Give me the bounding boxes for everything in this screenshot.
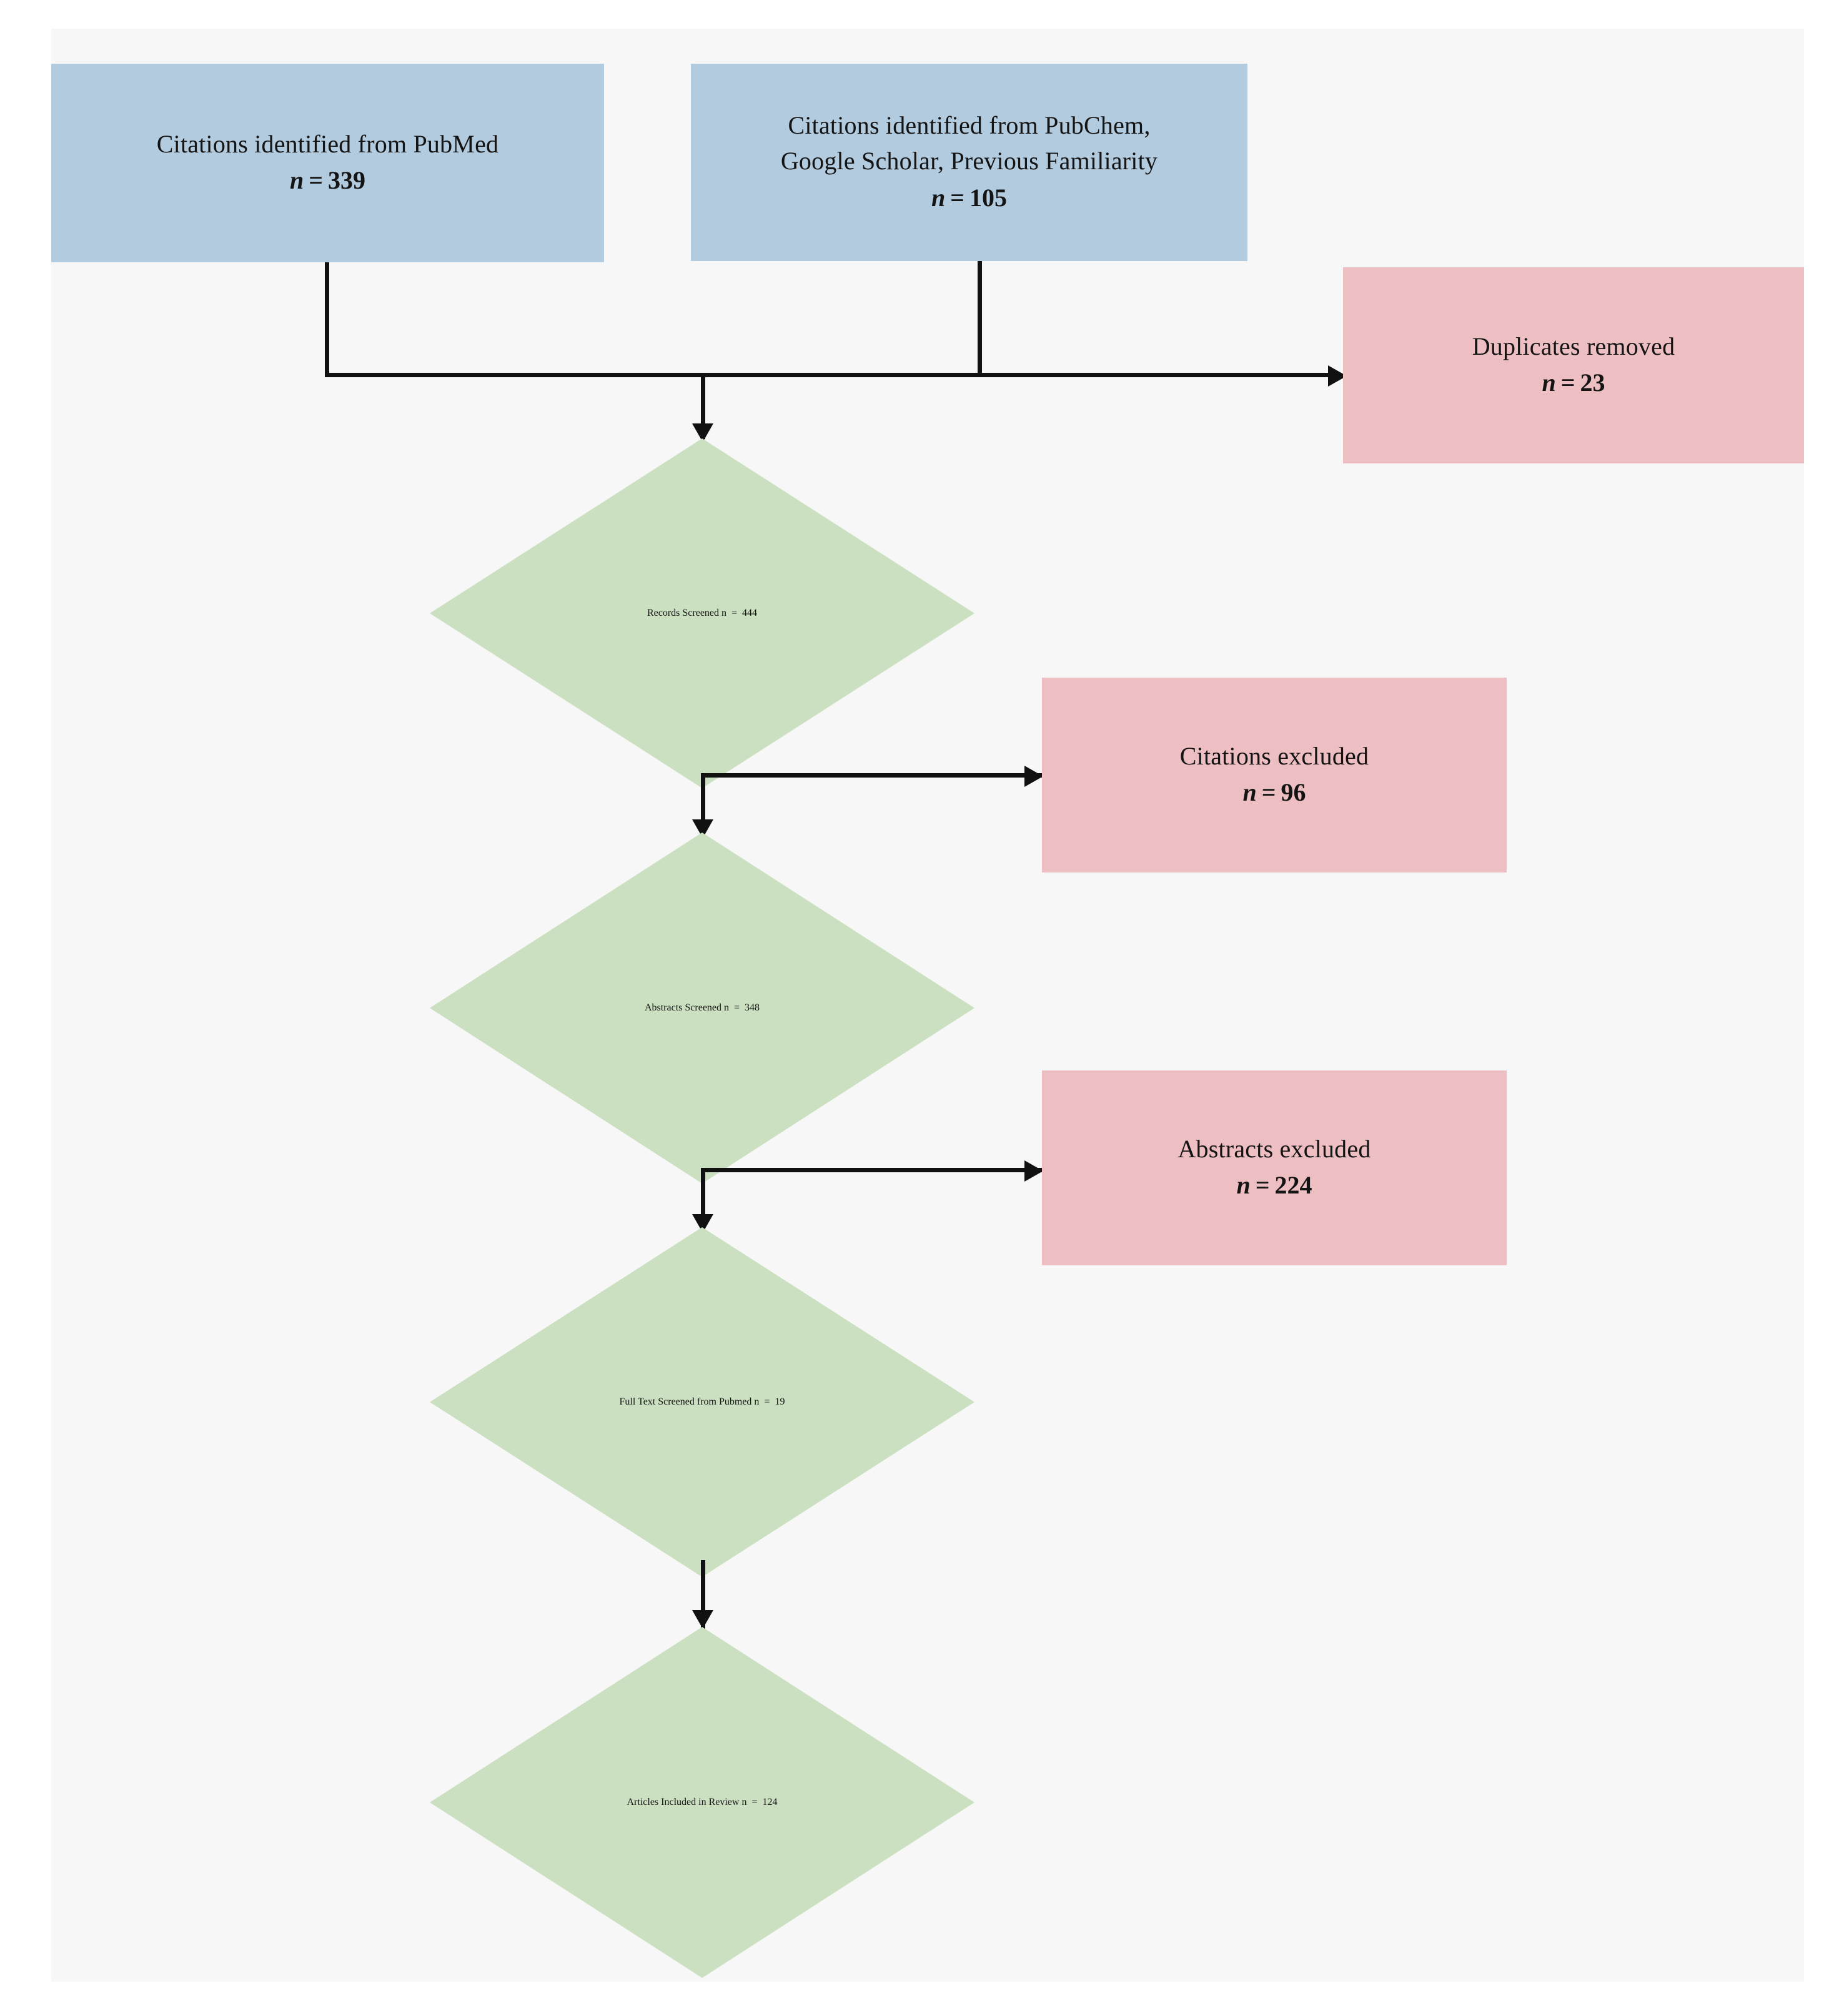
node-label-line2: Google Scholar, Previous Familiarity <box>780 147 1158 175</box>
n-equals: = <box>1560 368 1575 397</box>
n-symbol: n <box>931 183 946 212</box>
node-label-line2: Review <box>708 1797 740 1807</box>
n-equals: = <box>751 1797 758 1807</box>
n-equals: = <box>764 1396 770 1407</box>
arrowhead-to-articles-included <box>692 1610 713 1629</box>
n-value: 96 <box>1281 778 1306 807</box>
node-abstracts-screened: Abstracts Screened n = 348 <box>430 833 974 1183</box>
node-count: n=224 <box>1236 1167 1312 1204</box>
connector-to-abstracts-excluded <box>701 1168 1048 1172</box>
node-abstracts-excluded: Abstracts excluded n=224 <box>1042 1070 1507 1265</box>
n-value: 339 <box>328 166 366 195</box>
node-records-screened: Records Screened n = 444 <box>430 438 974 788</box>
n-value: 348 <box>745 1002 760 1013</box>
node-label-line2: Pubmed <box>718 1396 752 1407</box>
n-equals: = <box>1261 778 1276 807</box>
n-value: 105 <box>969 183 1008 212</box>
n-value: 19 <box>775 1396 785 1407</box>
n-symbol: n <box>1242 778 1257 807</box>
diamond-label-group: Records Screened n = 444 <box>430 608 974 619</box>
diamond-label-group: Full Text Screened from Pubmed n = 19 <box>430 1396 974 1408</box>
n-symbol: n <box>1542 368 1556 397</box>
diamond-label-group: Abstracts Screened n = 348 <box>430 1002 974 1014</box>
node-label: Citations excluded <box>1179 741 1369 770</box>
node-label-line1: Articles Included in <box>627 1797 706 1807</box>
connector-to-citations-excluded <box>701 773 1048 778</box>
node-label-line1: Full Text Screened from <box>619 1396 716 1407</box>
arrowhead-to-citations-excluded <box>1024 766 1043 787</box>
node-label: Citations identified from PubMed <box>156 129 499 158</box>
node-citations-excluded: Citations excluded n=96 <box>1042 678 1507 872</box>
arrowhead-to-abstracts-excluded <box>1024 1160 1043 1182</box>
n-symbol: n <box>724 1002 730 1013</box>
node-label: Abstracts excluded <box>1177 1134 1371 1163</box>
node-full-text-screened: Full Text Screened from Pubmed n = 19 <box>430 1227 974 1577</box>
n-value: 124 <box>762 1797 778 1807</box>
n-symbol: n <box>1236 1171 1251 1200</box>
node-other-sources: Citations identified from PubChem, Googl… <box>691 64 1247 261</box>
n-symbol: n <box>721 608 727 618</box>
n-symbol: n <box>289 166 304 195</box>
node-label: Abstracts Screened <box>644 1002 722 1013</box>
node-count: n=23 <box>1542 364 1605 402</box>
node-count: n = 444 <box>721 608 757 618</box>
connector-merge-down <box>701 373 705 439</box>
node-duplicates-removed: Duplicates removed n=23 <box>1343 267 1804 463</box>
n-equals: = <box>950 183 965 212</box>
connector-records-to-abstracts <box>701 773 705 836</box>
n-symbol: n <box>754 1396 760 1407</box>
connector-merge-to-duplicates <box>325 373 1332 377</box>
n-equals: = <box>309 166 324 195</box>
node-pubmed-source: Citations identified from PubMed n=339 <box>51 64 604 262</box>
node-label: Duplicates removed <box>1472 332 1675 360</box>
node-count: n = 19 <box>754 1396 785 1407</box>
diamond-label-group: Articles Included in Review n = 124 <box>430 1797 974 1808</box>
connector-abstracts-to-fulltext <box>701 1168 705 1230</box>
connector-fulltext-to-included <box>701 1560 705 1629</box>
n-equals: = <box>734 1002 740 1013</box>
connector-pubmed-drop <box>325 262 329 377</box>
n-equals: = <box>1255 1171 1270 1200</box>
node-count: n=105 <box>931 179 1007 217</box>
node-count: n=339 <box>290 162 365 199</box>
node-articles-included: Articles Included in Review n = 124 <box>430 1627 974 1978</box>
node-label-line1: Citations identified from PubChem, <box>788 111 1151 140</box>
n-symbol: n <box>741 1797 747 1807</box>
node-count: n=96 <box>1242 774 1306 811</box>
connector-other-drop <box>978 261 982 377</box>
node-label: Records Screened <box>647 608 720 618</box>
n-equals: = <box>731 608 738 618</box>
n-value: 444 <box>742 608 758 618</box>
n-value: 23 <box>1580 368 1605 397</box>
n-value: 224 <box>1274 1171 1312 1200</box>
node-count: n = 348 <box>724 1002 760 1013</box>
node-count: n = 124 <box>741 1797 777 1807</box>
